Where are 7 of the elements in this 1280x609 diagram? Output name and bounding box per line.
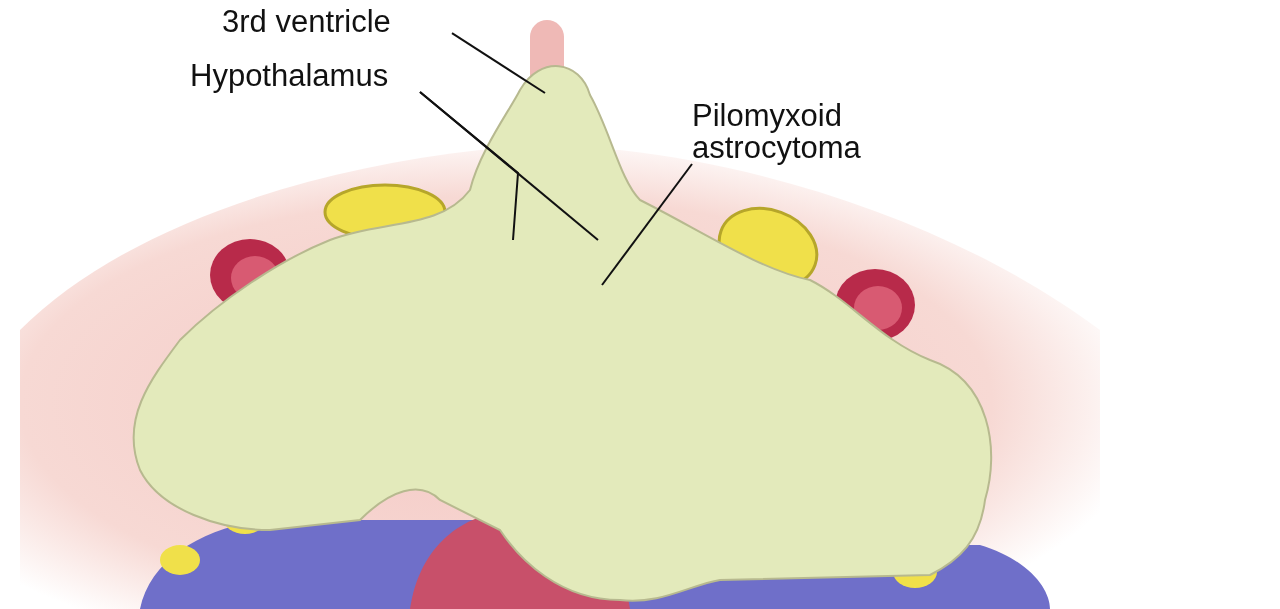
leader-line bbox=[451, 32, 546, 94]
tumor-drawing bbox=[132, 65, 993, 602]
callout-label: Pilomyxoid astrocytoma bbox=[692, 100, 932, 164]
leader-line bbox=[419, 91, 520, 241]
callout-label: 3rd ventricle bbox=[222, 6, 452, 38]
callout-label: Hypothalamus bbox=[190, 60, 420, 92]
leader-line bbox=[601, 163, 693, 286]
